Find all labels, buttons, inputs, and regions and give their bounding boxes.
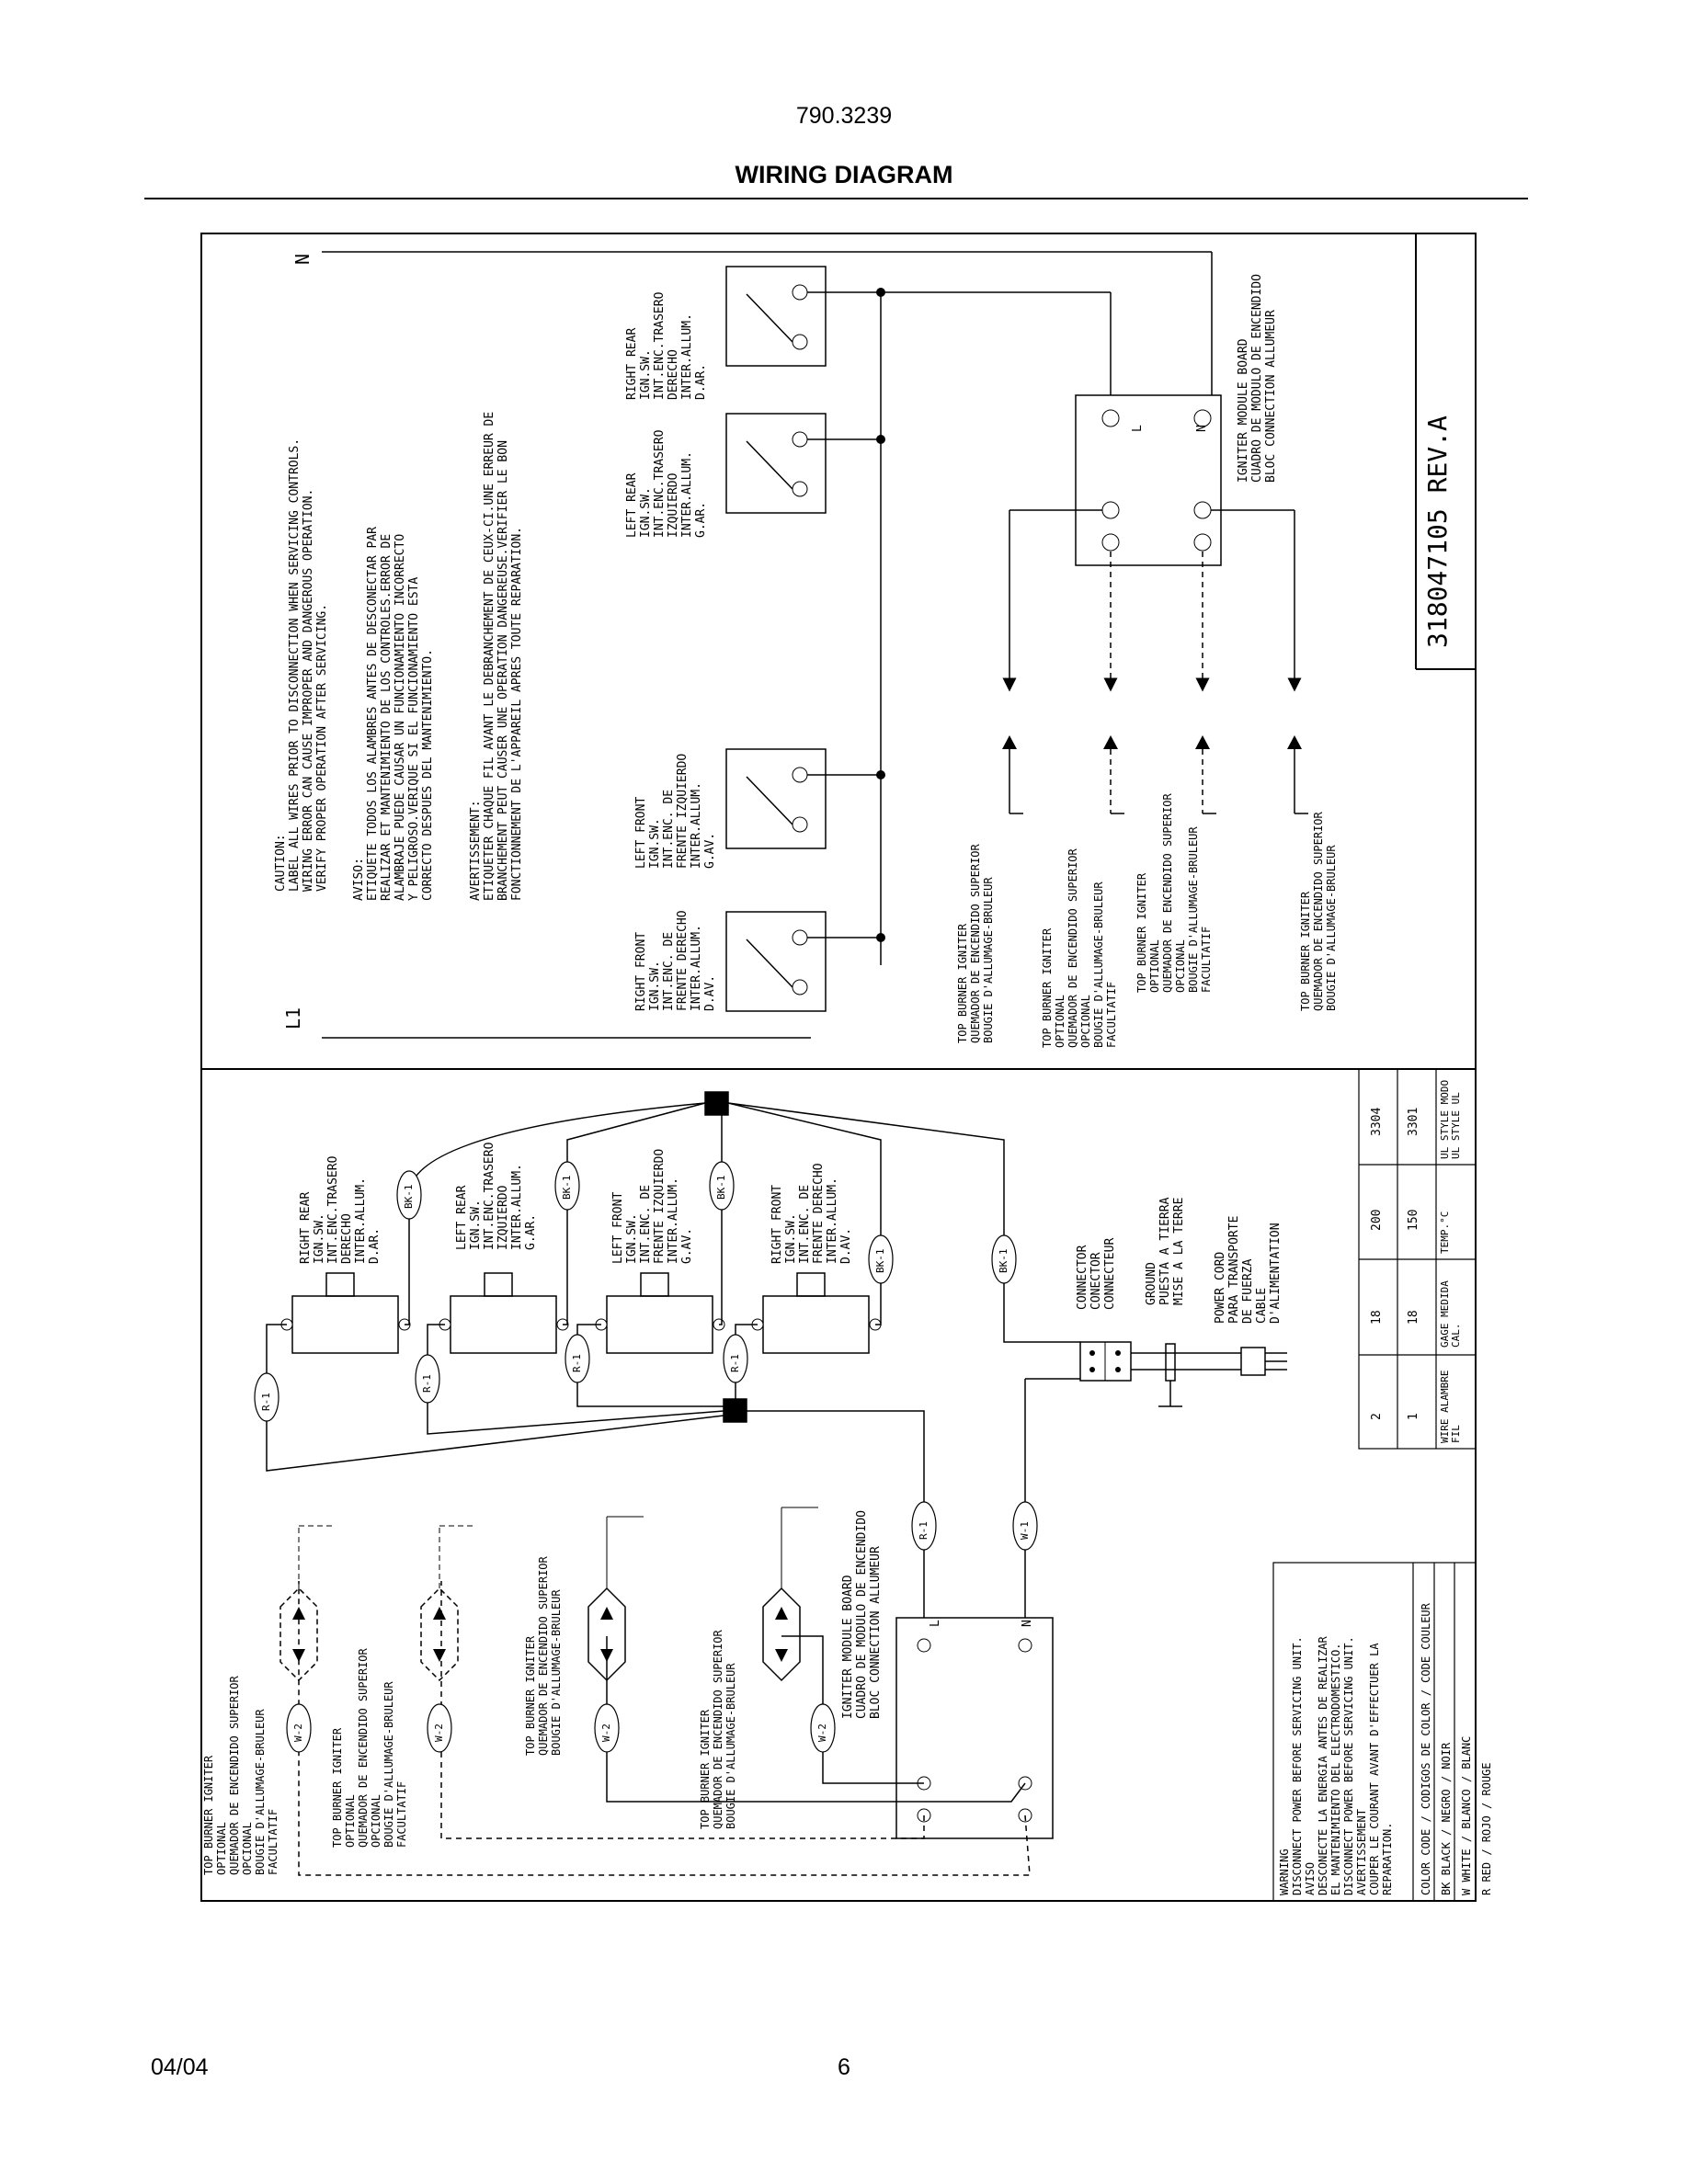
right-front-switch [725, 911, 881, 1012]
terminal [1101, 409, 1120, 427]
switch-body-left-front [595, 1272, 725, 1354]
terminal [1193, 533, 1212, 552]
wire-tags [254, 1161, 1038, 1753]
igniter-electrode-3 [587, 1516, 644, 1682]
igniter-wires-optional [298, 1581, 1031, 1876]
footer-date: 04/04 [151, 2054, 209, 2080]
bk-harness [405, 1091, 1080, 1343]
right-rear-switch [725, 266, 881, 367]
terminal [1101, 533, 1120, 552]
footer-page-number: 6 [838, 2054, 850, 2080]
left-rear-switch [725, 413, 881, 514]
igniter-electrode-4 [762, 1507, 818, 1682]
terminal [1101, 501, 1120, 519]
r-harness [266, 1324, 925, 1618]
schematic-section [322, 251, 1308, 1039]
terminal [1018, 1638, 1032, 1653]
power-plug-icon [1240, 1347, 1287, 1376]
warning-box-grid [1272, 1562, 1477, 1902]
switch-body-right-front [751, 1272, 882, 1354]
left-front-switch [725, 748, 881, 849]
igniter-electrode-2 [420, 1525, 476, 1682]
igniter-electrode-1 [279, 1525, 336, 1682]
connector-block [1025, 1341, 1241, 1382]
igniter-module-pictorial [895, 1617, 1054, 1839]
document-number: 790.3239 [795, 103, 893, 129]
switch-body-right-rear [280, 1272, 411, 1354]
diagram-frame [200, 233, 1477, 1902]
title-rule [144, 198, 1528, 199]
terminal [1193, 501, 1212, 519]
igniter-receptacles [1002, 735, 1308, 814]
wire-table-grid [1358, 1068, 1477, 1450]
page-title: WIRING DIAGRAM [735, 161, 953, 188]
ground-symbol [1158, 1343, 1182, 1407]
terminal [917, 1638, 931, 1653]
switch-body-left-rear [439, 1272, 569, 1354]
terminal [1193, 409, 1212, 427]
igniter-module-schematic [1075, 394, 1222, 566]
pictorial-section [254, 1068, 1477, 1902]
